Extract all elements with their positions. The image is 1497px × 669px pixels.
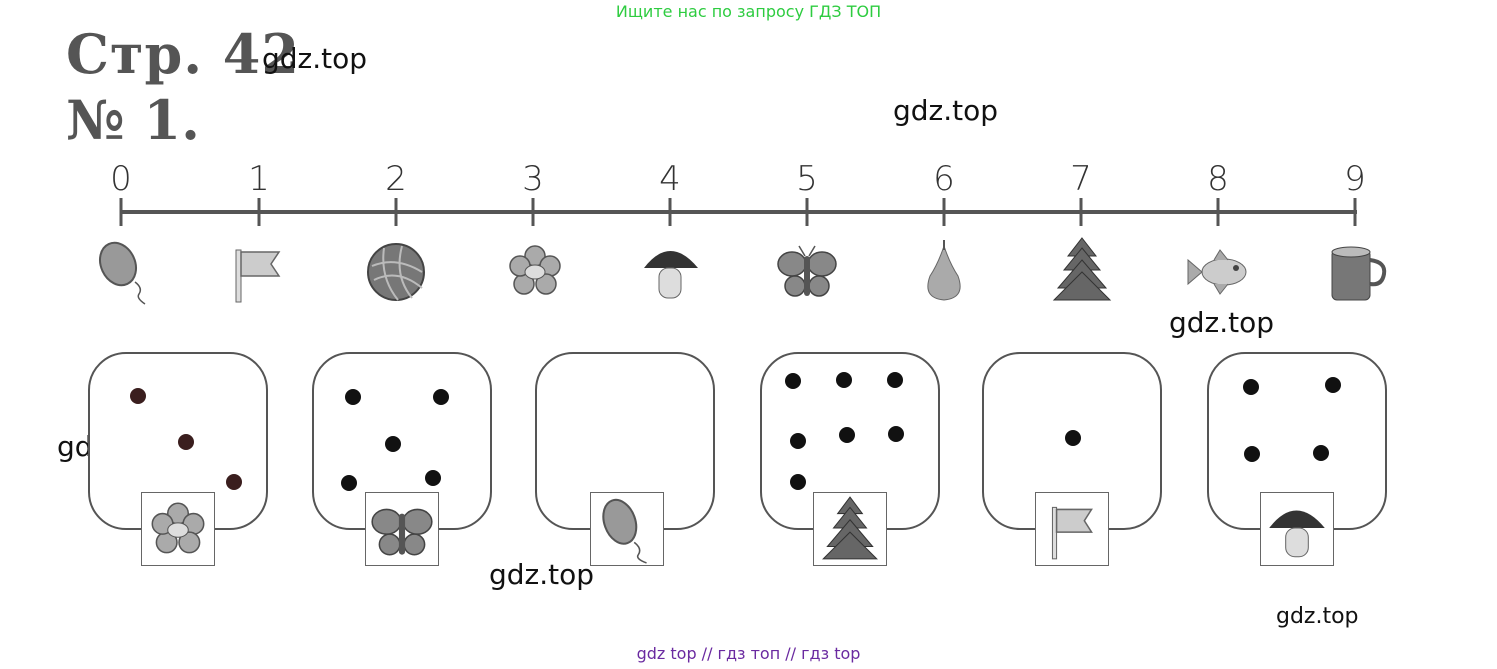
fir-tree-icon bbox=[813, 492, 887, 566]
dot bbox=[790, 474, 806, 490]
mushroom-icon bbox=[1260, 492, 1334, 566]
flower-icon bbox=[500, 236, 570, 306]
tick-label: 4 bbox=[659, 159, 681, 199]
dot bbox=[1325, 377, 1341, 393]
dot bbox=[341, 475, 357, 491]
balloon-icon bbox=[590, 492, 664, 566]
tick-label: 2 bbox=[385, 159, 407, 199]
tick: 2 bbox=[385, 159, 407, 226]
dot bbox=[226, 474, 242, 490]
tick: 4 bbox=[659, 159, 681, 226]
butterfly-icon bbox=[772, 236, 842, 306]
tick-label: 0 bbox=[110, 159, 132, 199]
dot bbox=[887, 372, 903, 388]
dot bbox=[1313, 445, 1329, 461]
dot bbox=[1065, 430, 1081, 446]
watermark: gdz.top bbox=[1169, 306, 1275, 339]
tick-label: 7 bbox=[1070, 159, 1092, 199]
footer-links[interactable]: gdz top // гдз топ // гдз top bbox=[636, 644, 861, 663]
task-number: № 1. bbox=[66, 88, 200, 152]
flag-icon bbox=[226, 236, 296, 306]
tick: 5 bbox=[796, 159, 818, 226]
tick: 7 bbox=[1070, 159, 1092, 226]
tick-label: 6 bbox=[933, 159, 955, 199]
page-title: Стр. 42 bbox=[66, 22, 300, 86]
dot bbox=[785, 373, 801, 389]
tick-label: 5 bbox=[796, 159, 818, 199]
dot bbox=[790, 433, 806, 449]
top-banner[interactable]: Ищите нас по запросу ГДЗ ТОП bbox=[615, 2, 882, 21]
tick: 0 bbox=[110, 159, 132, 226]
dot bbox=[385, 436, 401, 452]
flag-icon bbox=[1035, 492, 1109, 566]
butterfly-icon bbox=[365, 492, 439, 566]
tick-label: 8 bbox=[1207, 159, 1229, 199]
tick: 8 bbox=[1207, 159, 1229, 226]
dot bbox=[178, 434, 194, 450]
dot bbox=[888, 426, 904, 442]
card-1 bbox=[88, 352, 268, 530]
dot bbox=[433, 389, 449, 405]
tick-label: 9 bbox=[1344, 159, 1366, 199]
tick: 3 bbox=[522, 159, 544, 226]
fish-icon bbox=[1184, 236, 1254, 306]
dot bbox=[425, 470, 441, 486]
dot bbox=[1243, 379, 1259, 395]
dot bbox=[130, 388, 146, 404]
watermark: gdz.top bbox=[489, 558, 595, 591]
number-line: 0 1 2 3 4 5 6 7 8 9 bbox=[110, 159, 1366, 226]
fir-tree-icon bbox=[1047, 236, 1117, 306]
tick: 6 bbox=[933, 159, 955, 226]
balloon-icon bbox=[90, 236, 160, 306]
tick-label: 3 bbox=[522, 159, 544, 199]
watermark: gdz.top bbox=[262, 42, 368, 75]
dot bbox=[836, 372, 852, 388]
mug-icon bbox=[1320, 236, 1390, 306]
tick: 9 bbox=[1344, 159, 1366, 226]
tick: 1 bbox=[248, 159, 270, 226]
tick-label: 1 bbox=[248, 159, 270, 199]
yarn-ball-icon bbox=[362, 236, 432, 306]
pear-icon bbox=[910, 236, 980, 306]
mushroom-icon bbox=[636, 236, 706, 306]
dot bbox=[1244, 446, 1260, 462]
watermark: gdz.top bbox=[1276, 604, 1359, 629]
flower-icon bbox=[141, 492, 215, 566]
dot bbox=[345, 389, 361, 405]
watermark: gdz.top bbox=[893, 94, 999, 127]
dot bbox=[839, 427, 855, 443]
